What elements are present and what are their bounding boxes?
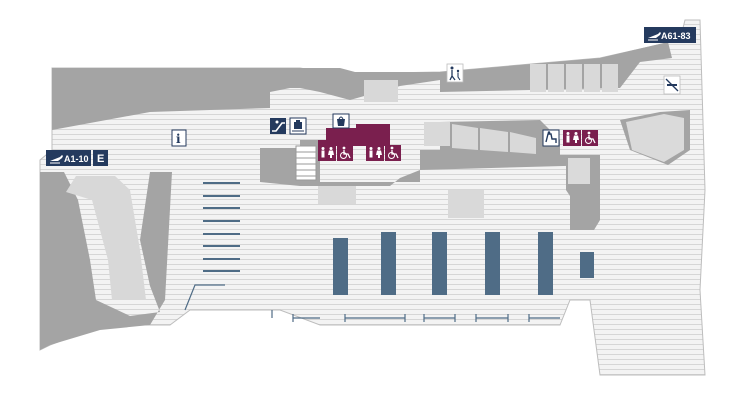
core-pale-box bbox=[318, 186, 356, 204]
wheelchair-icon[interactable] bbox=[337, 145, 353, 161]
restroom-block bbox=[318, 128, 356, 146]
roof-panels bbox=[530, 64, 618, 92]
core-pale-panels bbox=[424, 122, 536, 154]
restroom-block-2 bbox=[356, 124, 390, 146]
escalator-icon[interactable] bbox=[270, 118, 286, 134]
seating-rows bbox=[203, 182, 240, 272]
gate-sign-right[interactable]: A61-83 bbox=[644, 27, 696, 43]
no-smoking-icon[interactable] bbox=[663, 75, 681, 95]
stair-block bbox=[295, 145, 317, 181]
wheelchair-icon[interactable] bbox=[385, 145, 401, 161]
core-pale-box-right bbox=[448, 190, 484, 218]
gate-bar bbox=[432, 232, 447, 295]
right-shaft-light bbox=[568, 158, 590, 184]
gate-bar bbox=[538, 232, 553, 295]
courtyard-left bbox=[66, 176, 146, 300]
information-icon[interactable]: i bbox=[171, 129, 187, 147]
gate-bar bbox=[381, 232, 396, 295]
boarding-lines bbox=[184, 284, 560, 322]
info-glyph: i bbox=[176, 132, 181, 146]
wall-left-block bbox=[52, 68, 290, 130]
wall-top-notch bbox=[364, 80, 398, 102]
pier-letter-badge: E bbox=[97, 153, 104, 165]
restroom-icon[interactable] bbox=[563, 130, 581, 146]
gate-code-left: A1-10 bbox=[64, 154, 89, 164]
restroom-icon[interactable] bbox=[366, 145, 384, 161]
gate-code-right: A61-83 bbox=[661, 31, 691, 41]
wheelchair-icon[interactable] bbox=[582, 130, 598, 146]
restroom-icon[interactable] bbox=[318, 145, 336, 161]
departure-plane-icon bbox=[648, 32, 661, 41]
wall-left-lower bbox=[40, 172, 172, 350]
departure-plane-icon bbox=[50, 155, 63, 164]
gate-bar bbox=[485, 232, 500, 295]
shopping-icon[interactable] bbox=[332, 113, 350, 129]
gate-bar bbox=[333, 238, 348, 295]
gate-sign-left[interactable]: A1-10 E bbox=[46, 150, 108, 166]
lounge-seat-icon[interactable] bbox=[542, 129, 560, 147]
gate-bars bbox=[333, 232, 553, 295]
right-column bbox=[580, 252, 594, 278]
baggage-icon[interactable] bbox=[289, 117, 307, 135]
light-zone-right bbox=[626, 114, 684, 162]
family-icon[interactable] bbox=[446, 63, 464, 83]
